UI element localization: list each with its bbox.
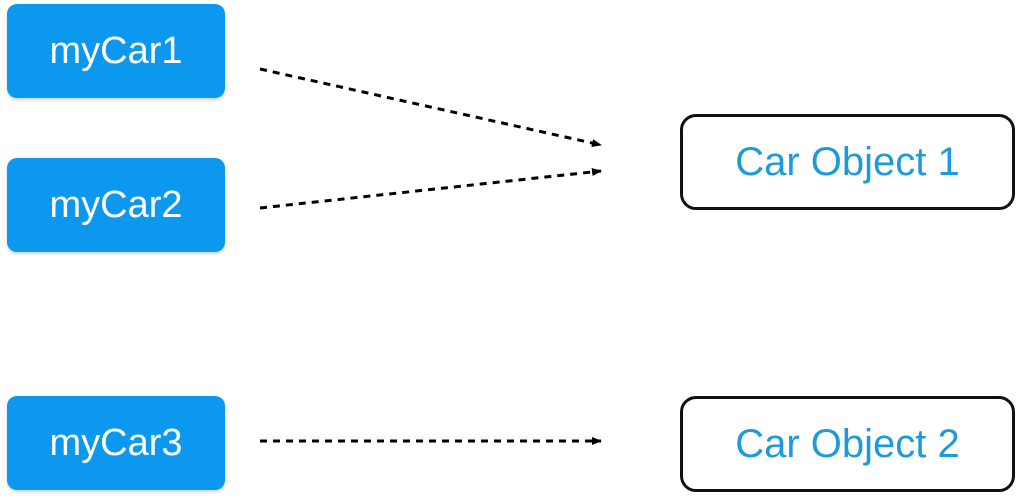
object-label: Car Object 2 <box>735 421 960 466</box>
reference-label: myCar3 <box>49 421 183 464</box>
object-box-car-object-1: Car Object 1 <box>680 114 1015 210</box>
object-label: Car Object 1 <box>735 139 960 184</box>
arrow-mycar1-to-car-object-1 <box>259 67 602 147</box>
reference-box-mycar2: myCar2 <box>7 158 225 252</box>
reference-box-mycar3: myCar3 <box>7 396 225 490</box>
reference-box-mycar1: myCar1 <box>7 4 225 98</box>
reference-label: myCar1 <box>49 29 183 72</box>
object-box-car-object-2: Car Object 2 <box>680 396 1015 492</box>
reference-label: myCar2 <box>49 183 183 226</box>
arrow-mycar2-to-car-object-1 <box>259 167 602 210</box>
